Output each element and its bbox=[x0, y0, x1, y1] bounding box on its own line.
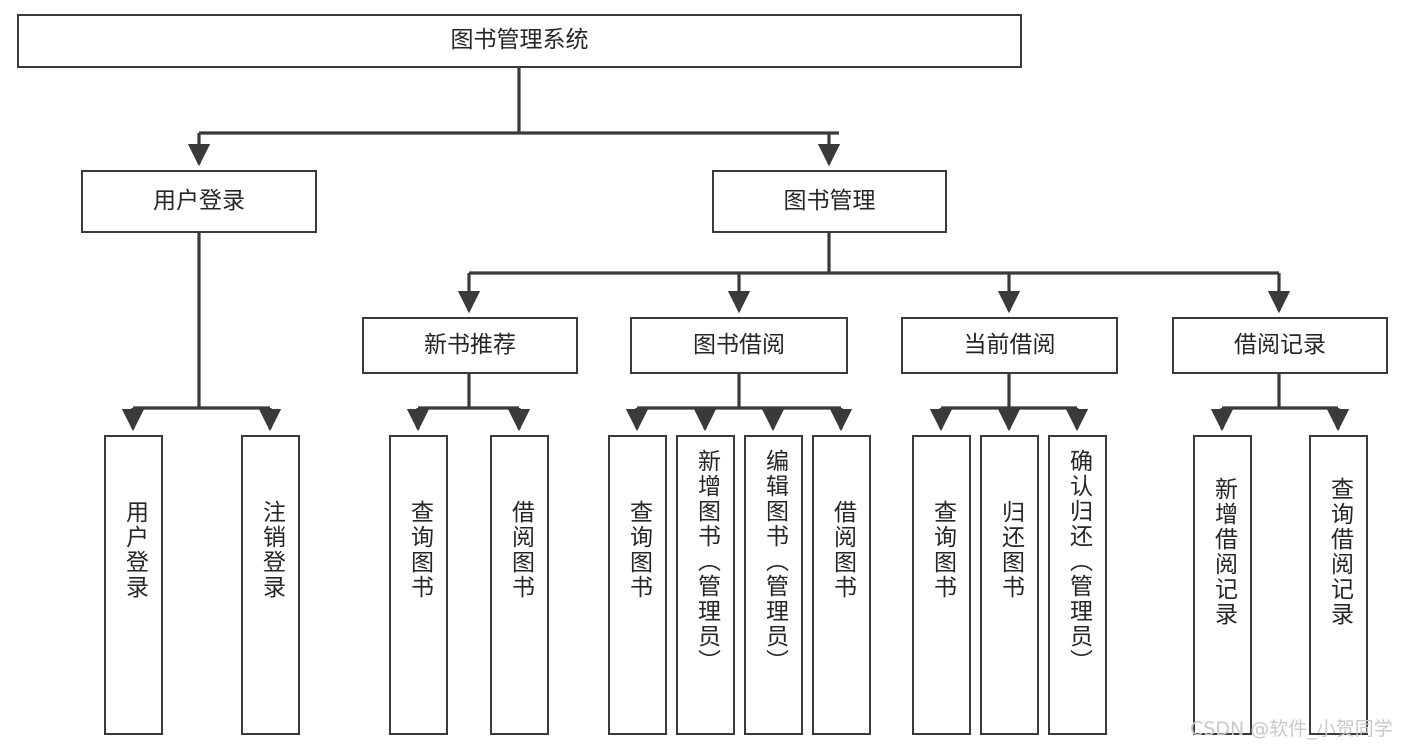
node-label: 当前借阅 bbox=[963, 331, 1056, 358]
node-user-login[interactable]: 用户登录 bbox=[81, 170, 317, 233]
node-label: 归还图书 bbox=[997, 500, 1024, 600]
node-label: 借阅记录 bbox=[1234, 331, 1326, 358]
node-borrow-records[interactable]: 借阅记录 bbox=[1172, 317, 1388, 374]
leaf-current-return-book[interactable]: 归还图书 bbox=[980, 435, 1039, 735]
node-label: 图书管理 bbox=[783, 187, 876, 214]
csdn-watermark: CSDN @软件_小贺同学 bbox=[1190, 714, 1393, 741]
leaf-new-book-borrow[interactable]: 借阅图书 bbox=[490, 435, 549, 735]
node-label: 查询借阅记录 bbox=[1326, 477, 1353, 627]
node-label: 查询图书 bbox=[406, 500, 433, 600]
node-label: 编辑图书（管理员） bbox=[761, 449, 788, 674]
node-label: 借阅图书 bbox=[507, 500, 534, 600]
node-root-system[interactable]: 图书管理系统 bbox=[17, 14, 1022, 68]
leaf-user-login-logout[interactable]: 注销登录 bbox=[241, 435, 300, 735]
node-book-borrow[interactable]: 图书借阅 bbox=[630, 317, 848, 374]
leaf-borrow-query-book[interactable]: 查询图书 bbox=[608, 435, 667, 735]
node-book-management[interactable]: 图书管理 bbox=[712, 170, 947, 233]
node-label: 新书推荐 bbox=[424, 331, 516, 358]
leaf-user-login-login[interactable]: 用户登录 bbox=[104, 435, 163, 735]
node-label: 确认归还（管理员） bbox=[1065, 449, 1092, 674]
node-label: 新增图书（管理员） bbox=[693, 449, 720, 674]
leaf-current-confirm-return-admin[interactable]: 确认归还（管理员） bbox=[1048, 435, 1107, 735]
watermark-text: CSDN @软件_小贺同学 bbox=[1190, 718, 1393, 740]
node-label: 图书借阅 bbox=[693, 331, 785, 358]
node-label: 用户登录 bbox=[153, 187, 245, 214]
node-label: 查询图书 bbox=[625, 500, 652, 600]
leaf-records-add-record[interactable]: 新增借阅记录 bbox=[1193, 435, 1252, 735]
node-new-book-recommend[interactable]: 新书推荐 bbox=[362, 317, 578, 374]
node-label: 图书管理系统 bbox=[450, 27, 589, 54]
leaf-records-query-record[interactable]: 查询借阅记录 bbox=[1309, 435, 1368, 735]
leaf-new-book-query[interactable]: 查询图书 bbox=[389, 435, 448, 735]
node-label: 查询图书 bbox=[929, 500, 956, 600]
node-label: 新增借阅记录 bbox=[1210, 477, 1237, 627]
node-label: 注销登录 bbox=[258, 500, 285, 600]
node-label: 用户登录 bbox=[121, 500, 148, 600]
leaf-borrow-borrow-book[interactable]: 借阅图书 bbox=[812, 435, 871, 735]
leaf-borrow-edit-book-admin[interactable]: 编辑图书（管理员） bbox=[744, 435, 803, 735]
node-current-borrow[interactable]: 当前借阅 bbox=[901, 317, 1118, 374]
node-label: 借阅图书 bbox=[829, 500, 856, 600]
leaf-current-query-book[interactable]: 查询图书 bbox=[912, 435, 971, 735]
leaf-borrow-add-book-admin[interactable]: 新增图书（管理员） bbox=[676, 435, 735, 735]
